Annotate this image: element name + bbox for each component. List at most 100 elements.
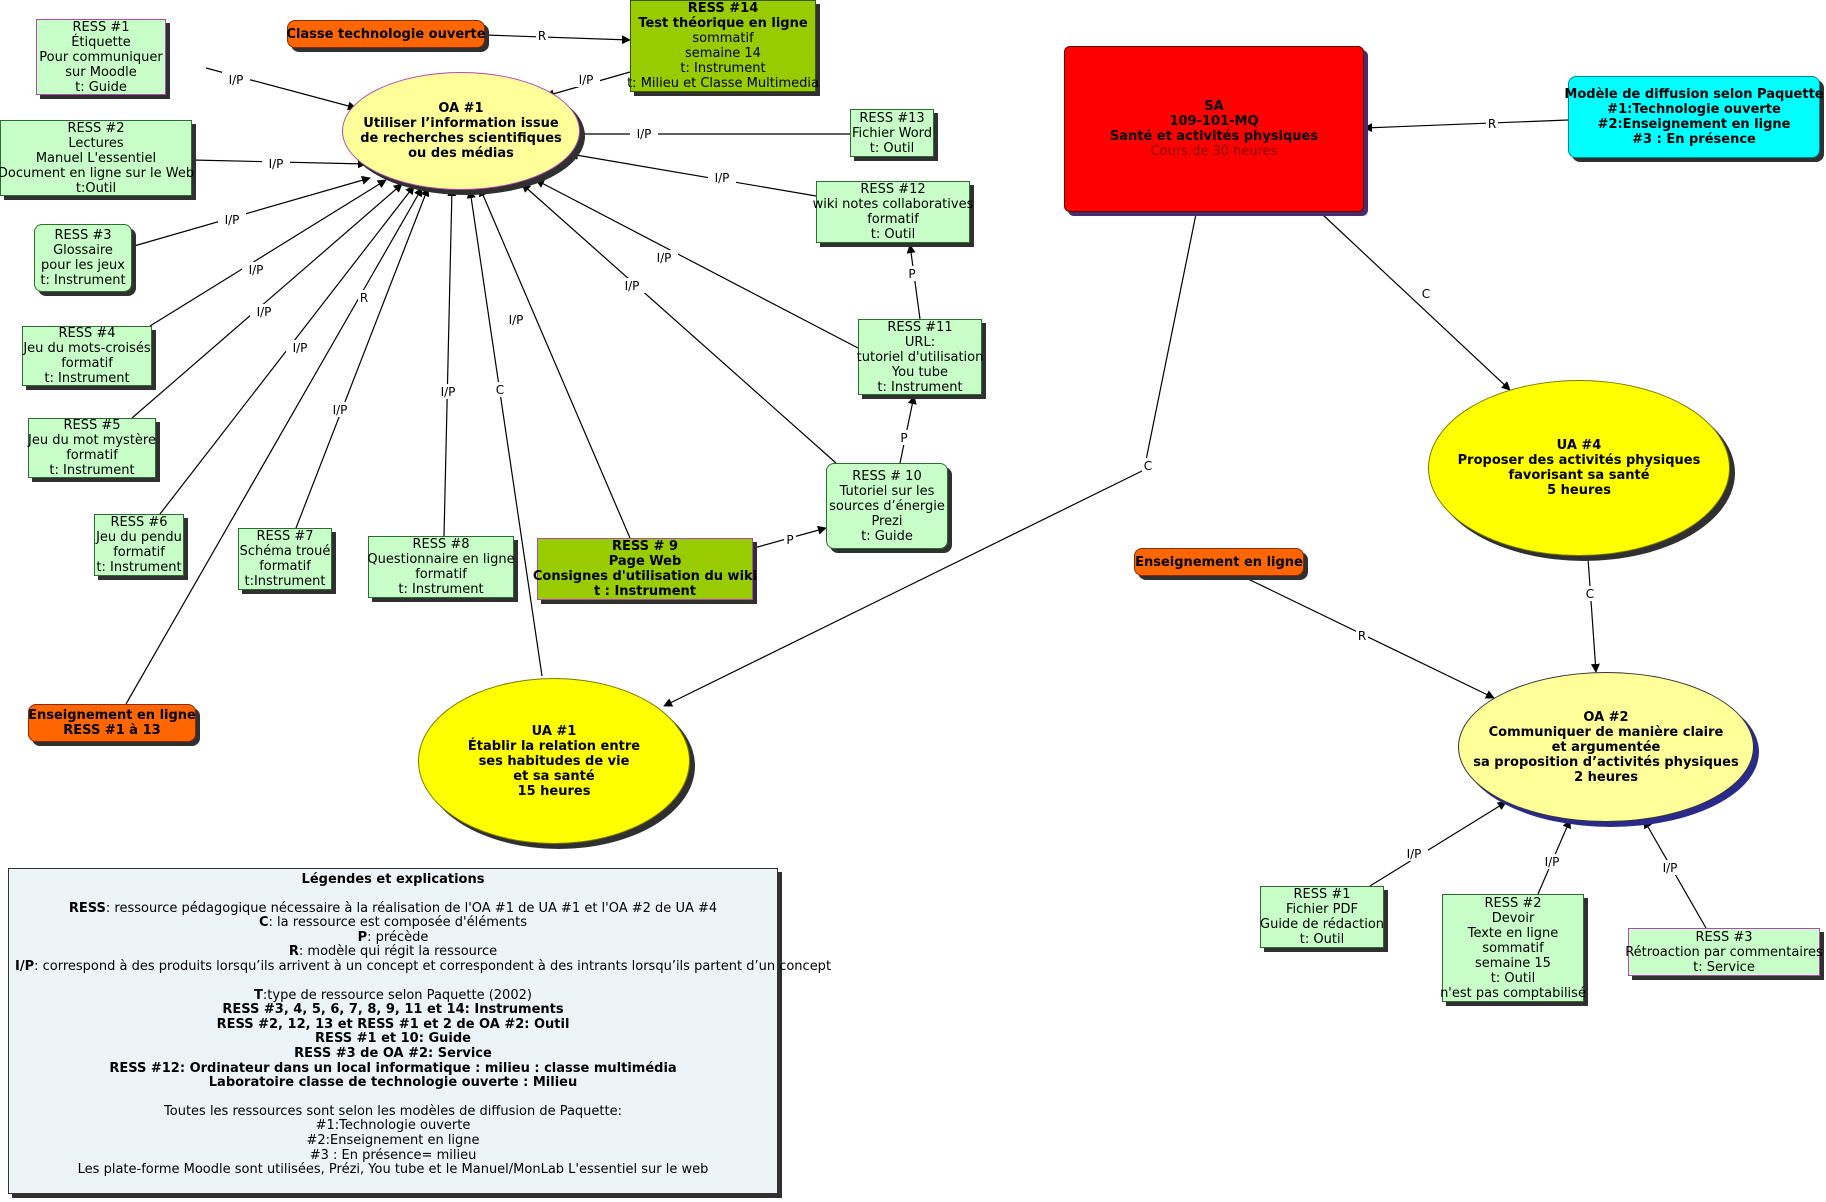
ens-ligne-left-line-2: RESS #1 à 13 [63,723,161,738]
oa1-line-1: OA #1 [438,101,484,116]
sa-duration: Cours de 30 heures [1150,144,1278,159]
edge-label: I/P [1545,855,1560,869]
ress1-line-3: Pour communiquer [39,49,163,65]
edge-label: P [908,267,915,281]
ua1-line-5: 15 heures [517,783,591,799]
edge-label-bg [906,266,918,281]
edge-label-bg [218,212,246,227]
ress8-line-2: Questionnaire en ligne [367,552,515,567]
ress14-line-2: Test théorique en ligne [638,16,808,31]
legend-def-4: R: modèle qui régit la ressource [288,944,498,960]
edge-label: I/P [1407,847,1422,861]
ua1-line-2: Établir la relation entre [467,738,641,754]
ress4-line-2: Jeu du mots-croisés [23,341,151,356]
edge-ress12-to-oa1 [569,150,817,197]
edge-ress3-to-oa1 [133,175,371,247]
ua4-line-3: favorisant sa santé [1508,468,1650,483]
modele-line-3: #2:Enseignement en ligne [1597,117,1791,132]
ress6-line-4: t: Instrument [96,560,182,575]
ress9-line-1: RESS # 9 [611,539,679,554]
edge-label: P [786,533,793,547]
ua1-line-4: et sa santé [513,768,595,784]
edge-label-bg [1584,586,1596,601]
ua4-line-1: UA #4 [1556,438,1602,453]
legend-footer: Toutes les ressources sont selon les mod… [15,1104,771,1178]
edge-label: C [1144,459,1152,473]
modele-line-4: #3 : En présence [1632,132,1756,147]
edge-ua1-to-oa1 [466,189,543,677]
ress14-line-6: t: Milieu et Classe Multimedia [627,76,819,91]
ress7-line-1: RESS #7 [256,529,314,544]
open-tech-class-box[interactable]: Classe technologie ouverte [286,20,486,48]
edge-label-bg [286,340,314,355]
modele-line-1: Modèle de diffusion selon Paquette [1564,87,1824,102]
edge-label-bg [222,72,250,87]
legend-type-item-6: Laboratoire classe de technologie ouvert… [208,1075,578,1091]
modele-line-2: #1:Technologie ouverte [1607,102,1781,117]
diffusion-model-box[interactable]: Modèle de diffusion selon Paquette#1:Tec… [1564,76,1824,158]
edge-label: R [538,29,546,43]
edge-label: C [1586,587,1594,601]
online-teaching-right-box[interactable]: Enseignement en ligne [1134,548,1304,576]
ress2-line-3: Manuel L'essentiel [35,150,157,166]
sa-line-2: 109-101-MQ [1169,114,1259,129]
edge-label-bg [1400,846,1428,861]
ua1-line-1: UA #1 [531,723,577,739]
legend-def-1: RESS: ressource pédagogique nécessaire à… [68,900,718,916]
ress9-line-2: Page Web [608,554,682,569]
ress14-line-5: t: Instrument [680,61,766,76]
oa2-ress1-line-4: t: Outil [1299,932,1345,947]
edge-label: I/P [637,127,652,141]
ress7-line-2: Schéma troué [239,544,331,559]
edge-label: I/P [509,313,524,327]
ress11-line-2: URL: [904,334,936,350]
ress14-line-1: RESS #14 [687,1,759,16]
oa2-ress2-line-3: Texte en ligne [1467,925,1559,941]
edge-label: P [900,431,907,445]
edge-label: I/P [257,305,272,319]
ress3-line-1: RESS #3 [54,228,112,243]
edge-label-bg [1538,854,1566,869]
ress12-line-1: RESS #12 [860,182,926,197]
oa2-ress1-line-3: Guide de rédaction [1260,917,1385,932]
edge-classe-techno-to-ress14 [484,34,631,45]
oa2-line-5: 2 heures [1574,769,1638,785]
oa1-line-3: de recherches scientifiques [360,131,562,146]
ua4-line-4: 5 heures [1547,483,1611,498]
ress11-line-5: t: Instrument [877,379,963,395]
oa1-line-2: Utiliser l’information issue [363,116,559,131]
edge-label: I/P [225,213,240,227]
ress8-line-3: formatif [415,567,467,582]
ress2-line-2: Lectures [68,135,124,151]
legend-type-item-3: RESS #1 et 10: Guide [315,1031,471,1047]
edge-label: I/P [333,403,348,417]
ress1-line-1: RESS #1 [72,19,130,35]
ress8-line-4: t: Instrument [398,582,484,597]
edge-ens-ligne-right-to-oa2 [1245,577,1495,699]
sa-line-3: Santé et activités physiques [1109,129,1319,144]
